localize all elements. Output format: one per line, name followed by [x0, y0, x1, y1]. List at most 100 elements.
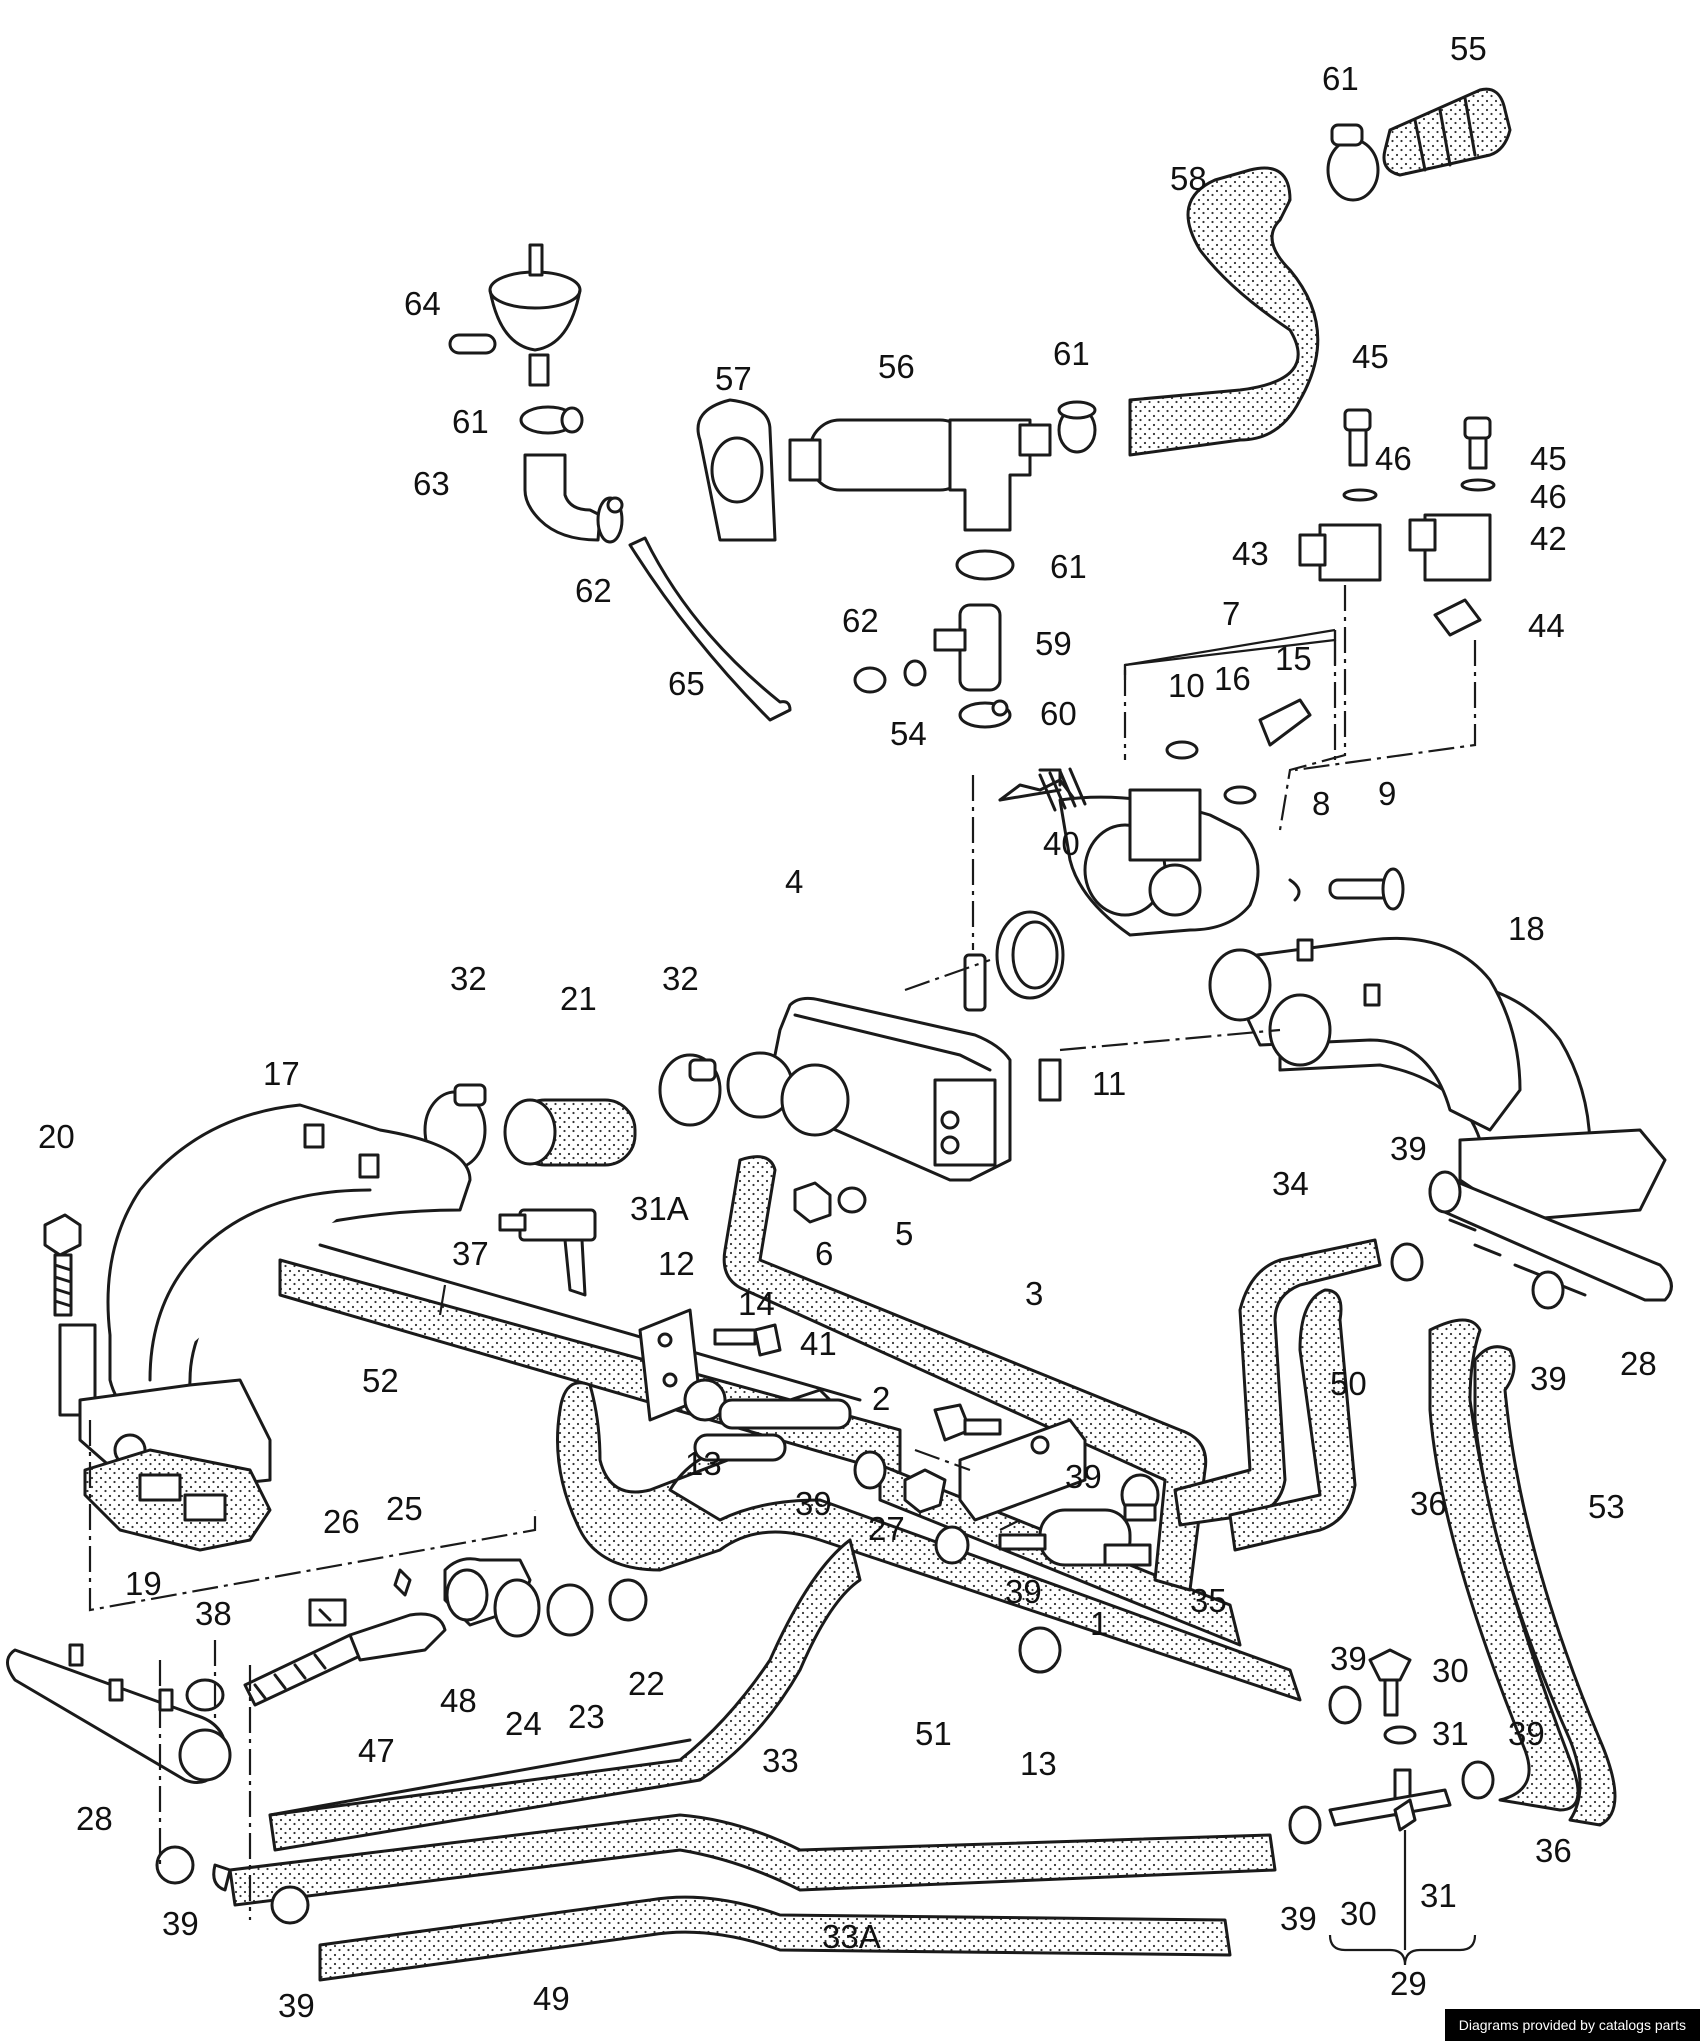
callout-23: 23 [568, 1698, 605, 1735]
fuel-hose-48 [268, 1738, 692, 1817]
screw-14 [713, 1323, 782, 1357]
callout-52: 52 [362, 1362, 399, 1399]
clip-38 [185, 1678, 225, 1712]
callout-60: 60 [1040, 695, 1077, 732]
fuel-rail-right [1428, 1170, 1673, 1302]
callout-50: 50 [1330, 1365, 1367, 1402]
callout-29: 29 [1390, 1965, 1427, 2002]
callout-59: 59 [1035, 625, 1072, 662]
vacuum-unit [448, 243, 582, 387]
callout-33: 33 [762, 1742, 799, 1779]
nut-washer-5-6 [793, 1181, 867, 1224]
vacuum-hose [628, 536, 792, 722]
callout-27: 27 [868, 1510, 905, 1547]
intake-hose [1128, 166, 1320, 457]
switch-left [1298, 408, 1382, 582]
fuel-hose-3 [722, 1155, 1208, 1592]
switch-right [1408, 416, 1496, 637]
callout-11: 11 [1092, 1065, 1126, 1102]
callout-31: 31 [1432, 1715, 1469, 1752]
fuel-hose-50 [1228, 1288, 1357, 1552]
callout-30b: 30 [1340, 1895, 1377, 1932]
fuel-hose-end-lower [212, 1863, 232, 1892]
callout-51: 51 [915, 1715, 952, 1752]
callout-46: 46 [1375, 440, 1412, 477]
callout-39a: 39 [1390, 1130, 1427, 1167]
callout-39g: 39 [1508, 1715, 1545, 1752]
callout-44: 44 [1528, 607, 1565, 644]
manifold-gasket [83, 1448, 272, 1552]
idle-valve [788, 418, 1052, 532]
callout-4: 4 [785, 863, 803, 900]
nut-27 [903, 1468, 947, 1514]
assembly-lines [88, 585, 1477, 1966]
callout-34: 34 [1272, 1165, 1309, 1202]
callout-21: 21 [560, 980, 597, 1017]
hose-clip-top [1326, 123, 1380, 202]
callout-5: 5 [895, 1215, 913, 1252]
callout-61d: 61 [1050, 548, 1087, 585]
fuel-line-51 [556, 1381, 1302, 1702]
callout-39d: 39 [795, 1485, 832, 1522]
fuel-hose-33 [268, 1538, 862, 1852]
callout-62a: 62 [575, 572, 612, 609]
callout-28b: 28 [76, 1800, 113, 1837]
callout-14: 14 [738, 1285, 775, 1322]
callout-55: 55 [1450, 30, 1487, 67]
callout-labels: 1 2 3 4 5 6 7 8 9 10 11 12 13 13 14 15 1… [38, 30, 1657, 2024]
callout-1: 1 [1090, 1605, 1108, 1642]
coupling-sleeve [423, 1053, 722, 1170]
clips-39-lower-left [155, 1845, 310, 1925]
callout-46b: 46 [1530, 478, 1567, 515]
mounting-bolt [43, 1213, 82, 1317]
callout-3: 3 [1025, 1275, 1043, 1312]
callout-39h: 39 [1280, 1900, 1317, 1937]
callout-8: 8 [1312, 785, 1330, 822]
callout-13: 13 [685, 1445, 722, 1482]
callout-63: 63 [413, 465, 450, 502]
callout-39j: 39 [278, 1987, 315, 2024]
callout-6: 6 [815, 1235, 833, 1272]
intake-pipe-left [58, 1103, 472, 1492]
callout-48: 48 [440, 1682, 477, 1719]
callout-57: 57 [715, 360, 752, 397]
callout-12: 12 [658, 1245, 695, 1282]
callout-10: 10 [1168, 667, 1205, 704]
callout-31a: 31A [630, 1190, 689, 1227]
callout-15: 15 [1275, 640, 1312, 677]
callout-18: 18 [1508, 910, 1545, 947]
callout-39b: 39 [1530, 1360, 1567, 1397]
callout-39c: 39 [1065, 1458, 1102, 1495]
callout-64: 64 [404, 285, 441, 322]
clip-assembly-center [853, 549, 1015, 729]
callout-39e: 39 [1005, 1573, 1042, 1610]
callout-39f: 39 [1330, 1640, 1367, 1677]
callout-54: 54 [890, 715, 927, 752]
callout-36b: 36 [1535, 1832, 1572, 1869]
hose-clip-62-upper [596, 496, 624, 544]
throttle-body [998, 698, 1405, 937]
clips-39-lower-right [1288, 1242, 1565, 1845]
bellows-boot [1382, 87, 1512, 177]
callout-47: 47 [358, 1732, 395, 1769]
bracket-31a [498, 1208, 597, 1297]
tee-fitting-29 [1328, 1648, 1452, 1832]
mounting-bracket [696, 398, 777, 542]
callout-61c: 61 [452, 403, 489, 440]
callout-37: 37 [452, 1235, 489, 1272]
fuel-hose-49 [318, 1895, 1232, 1982]
callout-32: 32 [450, 960, 487, 997]
callout-45b: 45 [1530, 440, 1567, 477]
fuel-line-37 [318, 1243, 862, 1402]
callout-9: 9 [1378, 775, 1396, 812]
callout-25: 25 [386, 1490, 423, 1527]
callout-61a: 61 [1322, 60, 1359, 97]
callout-22: 22 [628, 1665, 665, 1702]
injector-assembly [243, 1557, 648, 1707]
callout-65: 65 [668, 665, 705, 702]
callout-56: 56 [878, 348, 915, 385]
callout-53: 53 [1588, 1488, 1625, 1525]
callout-38: 38 [195, 1595, 232, 1632]
screw-2 [933, 1403, 1002, 1442]
